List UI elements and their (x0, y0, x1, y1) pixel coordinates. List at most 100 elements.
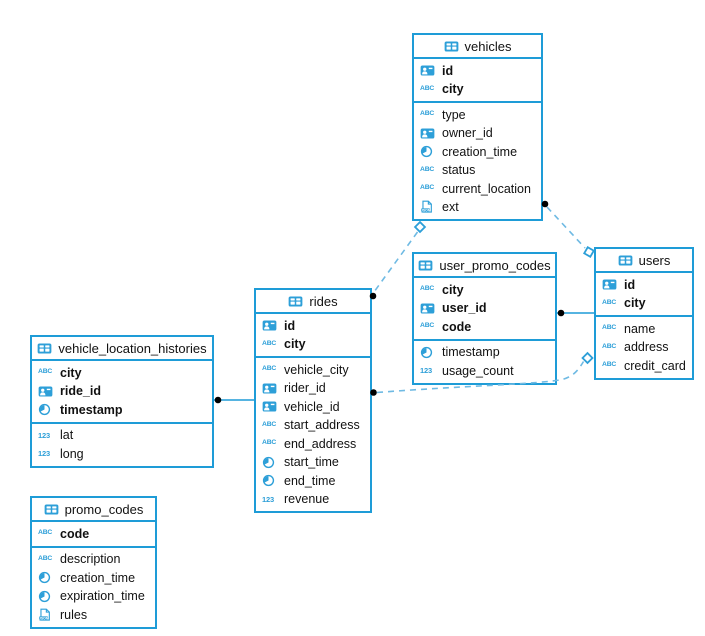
field-name: city (624, 296, 646, 311)
table-users[interactable]: users id ABC city ABC name ABC address A… (594, 247, 694, 380)
relation-endpoint-dot (557, 309, 565, 317)
field-name: code (60, 526, 90, 541)
field-type-icon: ABC (420, 166, 437, 174)
promo_codes-description-row[interactable]: ABC description (32, 550, 155, 569)
table-header[interactable]: users (596, 249, 692, 273)
table-header[interactable]: vehicle_location_histories (32, 337, 212, 361)
field-type-icon (262, 456, 279, 469)
id-type-icon (262, 320, 277, 331)
table-rides[interactable]: rides id ABC city ABC vehicle_city rider… (254, 288, 372, 513)
vehicles-owner_id-row[interactable]: owner_id (414, 124, 541, 143)
table-name: vehicles (464, 38, 512, 54)
time-type-icon (38, 571, 51, 584)
number-type-icon: 123 (38, 449, 50, 458)
vehicles-creation_time-row[interactable]: creation_time (414, 143, 541, 162)
vehicle_location_histories-lat-row[interactable]: 123 lat (32, 426, 212, 445)
rides-vehicle_city-row[interactable]: ABC vehicle_city (256, 361, 370, 380)
table-name: promo_codes (64, 501, 144, 517)
rides-revenue-row[interactable]: 123 revenue (256, 490, 370, 509)
vehicles-city-row[interactable]: ABC city (414, 80, 541, 99)
vehicles-status-row[interactable]: ABC status (414, 161, 541, 180)
abc-type-icon: ABC (38, 368, 53, 376)
vehicles-ext-row[interactable]: ext (414, 198, 541, 217)
promo_codes-code-row[interactable]: ABC code (32, 525, 155, 544)
rides-id-row[interactable]: id (256, 317, 370, 336)
promo_codes-rules-row[interactable]: rules (32, 606, 155, 625)
user_promo_codes-timestamp-row[interactable]: timestamp (414, 343, 555, 362)
user_promo_codes-usage_count-row[interactable]: 123 usage_count (414, 362, 555, 381)
table-header[interactable]: vehicles (414, 35, 541, 59)
vehicles-type-row[interactable]: ABC type (414, 106, 541, 125)
table-header[interactable]: user_promo_codes (414, 254, 555, 278)
field-type-icon: 123 (38, 430, 55, 440)
table-vehicles[interactable]: vehicles id ABC city ABC type owner_id c… (412, 33, 543, 221)
table-header[interactable]: promo_codes (32, 498, 155, 522)
users-id-row[interactable]: id (596, 276, 692, 295)
field-type-icon: ABC (262, 339, 279, 348)
users-city-row[interactable]: ABC city (596, 294, 692, 313)
user_promo_codes-code-row[interactable]: ABC code (414, 318, 555, 337)
rides-rider_id-row[interactable]: rider_id (256, 379, 370, 398)
primary-key-section: id ABC city (414, 59, 541, 101)
field-name: long (60, 446, 84, 461)
time-type-icon (420, 346, 433, 359)
field-section: 123 lat 123 long (32, 421, 212, 466)
abc-type-icon: ABC (262, 339, 277, 347)
field-type-icon: ABC (420, 323, 437, 330)
rides-city-row[interactable]: ABC city (256, 335, 370, 354)
vehicle_location_histories-long-row[interactable]: 123 long (32, 445, 212, 464)
field-type-icon: ABC (602, 362, 619, 369)
users-address-row[interactable]: ABC address (596, 338, 692, 357)
field-type-icon (420, 65, 437, 76)
rides-start_time-row[interactable]: start_time (256, 453, 370, 472)
id-type-icon (38, 386, 53, 397)
field-name: current_location (442, 181, 531, 196)
field-type-icon: 123 (38, 450, 55, 458)
field-type-icon (38, 571, 55, 584)
rides-vehicle_id-row[interactable]: vehicle_id (256, 398, 370, 417)
field-name: revenue (284, 492, 330, 507)
id-type-icon (420, 303, 435, 314)
field-type-icon: 123 (420, 367, 437, 375)
promo_codes-expiration_time-row[interactable]: expiration_time (32, 587, 155, 606)
number-type-icon: 123 (38, 430, 50, 440)
field-name: creation_time (442, 144, 518, 159)
field-type-icon (420, 145, 437, 158)
users-name-row[interactable]: ABC name (596, 320, 692, 339)
rides-end_address-row[interactable]: ABC end_address (256, 435, 370, 454)
table-vehicle_location_histories[interactable]: vehicle_location_histories ABC city ride… (30, 335, 214, 468)
field-name: id (442, 63, 454, 78)
field-type-icon (38, 590, 55, 603)
field-name: rules (60, 607, 88, 622)
rides-end_time-row[interactable]: end_time (256, 472, 370, 491)
vehicle_location_histories-ride_id-row[interactable]: ride_id (32, 382, 212, 401)
field-type-icon: ABC (262, 421, 279, 429)
users-credit_card-row[interactable]: ABC credit_card (596, 357, 692, 376)
table-promo_codes[interactable]: promo_codes ABC code ABC description cre… (30, 496, 157, 629)
relation-endpoint-diamond (582, 245, 596, 259)
abc-type-icon: ABC (420, 322, 435, 330)
user_promo_codes-user_id-row[interactable]: user_id (414, 299, 555, 318)
field-name: usage_count (442, 363, 514, 378)
user_promo_codes-city-row[interactable]: ABC city (414, 281, 555, 300)
primary-key-section: id ABC city (256, 314, 370, 356)
table-user_promo_codes[interactable]: user_promo_codes ABC city user_id ABC co… (412, 252, 557, 385)
vehicle_location_histories-timestamp-row[interactable]: timestamp (32, 401, 212, 420)
vehicles-id-row[interactable]: id (414, 62, 541, 81)
table-header[interactable]: rides (256, 290, 370, 314)
abc-type-icon: ABC (420, 285, 435, 293)
field-type-icon (262, 320, 279, 331)
rides-start_address-row[interactable]: ABC start_address (256, 416, 370, 435)
promo_codes-creation_time-row[interactable]: creation_time (32, 569, 155, 588)
table-name: user_promo_codes (439, 257, 551, 273)
vehicles-current_location-row[interactable]: ABC current_location (414, 180, 541, 199)
field-name: creation_time (60, 570, 136, 585)
field-name: type (442, 107, 466, 122)
field-type-icon: ABC (602, 343, 619, 351)
field-section: ABC description creation_time expiration… (32, 545, 155, 627)
abc-type-icon: ABC (262, 365, 277, 373)
time-type-icon (38, 590, 51, 603)
table-icon (444, 41, 459, 52)
vehicle_location_histories-city-row[interactable]: ABC city (32, 364, 212, 383)
field-type-icon: ABC (38, 369, 55, 376)
